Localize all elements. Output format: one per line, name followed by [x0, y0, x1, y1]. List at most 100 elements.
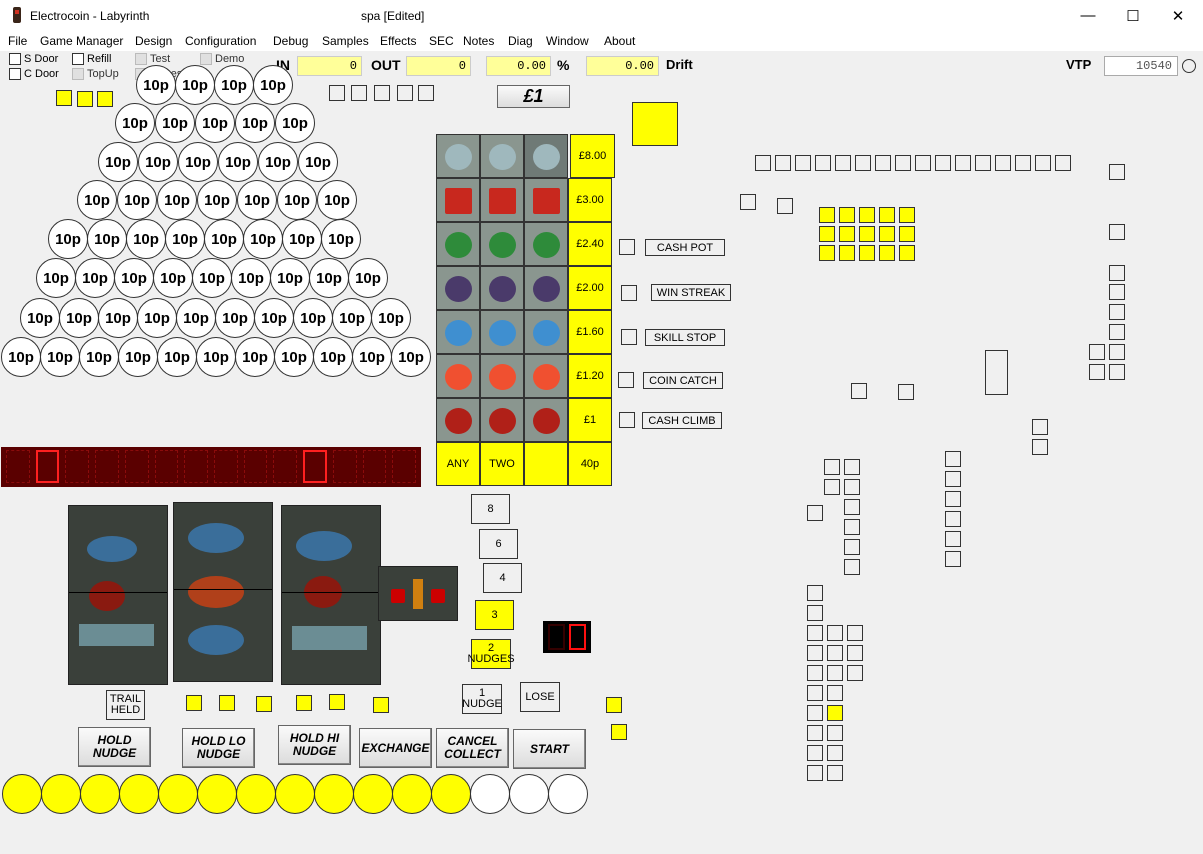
credit-lamp[interactable]: [236, 774, 276, 814]
lamp[interactable]: [847, 645, 863, 661]
credit-lamp[interactable]: [353, 774, 393, 814]
feature-lamp[interactable]: [619, 239, 635, 255]
lamp[interactable]: [1109, 364, 1125, 380]
credit-lamp[interactable]: [431, 774, 471, 814]
hold-lamp[interactable]: [256, 696, 272, 712]
top-lamp[interactable]: [77, 91, 93, 107]
feature-lamp[interactable]: [621, 329, 637, 345]
nudge-1[interactable]: 1 NUDGE: [462, 684, 502, 714]
feature-cash-pot[interactable]: CASH POT: [645, 239, 725, 256]
coin-10p[interactable]: 10p: [309, 258, 349, 298]
lamp[interactable]: [824, 459, 840, 475]
lamp[interactable]: [859, 207, 875, 223]
reel-3[interactable]: [281, 505, 381, 685]
demo-checkbox[interactable]: Demo: [200, 53, 244, 65]
lamp[interactable]: [879, 245, 895, 261]
coin-10p[interactable]: 10p: [36, 258, 76, 298]
coin-10p[interactable]: 10p: [254, 298, 294, 338]
lamp[interactable]: [844, 519, 860, 535]
lamp[interactable]: [827, 725, 843, 741]
feature-lamp[interactable]: [619, 412, 635, 428]
coin-10p[interactable]: 10p: [243, 219, 283, 259]
lamp[interactable]: [819, 245, 835, 261]
lamp[interactable]: [827, 705, 843, 721]
lamp[interactable]: [777, 198, 793, 214]
paytable-value[interactable]: £1.60: [568, 310, 612, 354]
coin-10p[interactable]: 10p: [126, 219, 166, 259]
menu-effects[interactable]: Effects: [380, 34, 417, 48]
coin-10p[interactable]: 10p: [138, 142, 178, 182]
coin-10p[interactable]: 10p: [253, 65, 293, 105]
menu-window[interactable]: Window: [546, 34, 589, 48]
paytable-symbol[interactable]: [524, 134, 568, 178]
coin-10p[interactable]: 10p: [235, 103, 275, 143]
hold-lamp[interactable]: [219, 695, 235, 711]
menu-configuration[interactable]: Configuration: [185, 34, 257, 48]
lamp[interactable]: [775, 155, 791, 171]
coin-10p[interactable]: 10p: [274, 337, 314, 377]
lamp[interactable]: [1109, 224, 1125, 240]
lamp[interactable]: [859, 245, 875, 261]
lamp[interactable]: [879, 226, 895, 242]
lamp[interactable]: [859, 226, 875, 242]
lamp[interactable]: [824, 479, 840, 495]
big-lamp[interactable]: [632, 102, 678, 146]
paytable-value[interactable]: £1: [568, 398, 612, 442]
coin-10p[interactable]: 10p: [137, 298, 177, 338]
coin-10p[interactable]: 10p: [235, 337, 275, 377]
lamp[interactable]: [755, 155, 771, 171]
paytable-symbol[interactable]: [524, 310, 568, 354]
top-lamp[interactable]: [97, 91, 113, 107]
credit-lamp[interactable]: [2, 774, 42, 814]
feature-coin-catch[interactable]: COIN CATCH: [643, 372, 723, 389]
lamp[interactable]: [1035, 155, 1051, 171]
menu-about[interactable]: About: [604, 34, 636, 48]
lamp[interactable]: [807, 765, 823, 781]
lamp[interactable]: [819, 207, 835, 223]
lamp[interactable]: [374, 85, 390, 101]
lamp[interactable]: [815, 155, 831, 171]
coin-10p[interactable]: 10p: [157, 180, 197, 220]
coin-10p[interactable]: 10p: [298, 142, 338, 182]
lamp[interactable]: [975, 155, 991, 171]
lamp[interactable]: [1109, 164, 1125, 180]
paytable-bottom-cell[interactable]: 40p: [568, 442, 612, 486]
coin-10p[interactable]: 10p: [59, 298, 99, 338]
paytable-symbol[interactable]: [436, 134, 480, 178]
paytable-bottom-cell[interactable]: [524, 442, 568, 486]
menu-debug[interactable]: Debug: [273, 34, 309, 48]
menu-design[interactable]: Design: [135, 34, 173, 48]
top-lamp[interactable]: [56, 90, 72, 106]
hold-lamp[interactable]: [296, 695, 312, 711]
lamp[interactable]: [827, 765, 843, 781]
paytable-value[interactable]: £8.00: [570, 134, 615, 178]
paytable-symbol[interactable]: [524, 398, 568, 442]
paytable-bottom-cell[interactable]: ANY: [436, 442, 480, 486]
paytable-symbol[interactable]: [524, 354, 568, 398]
paytable-value[interactable]: £1.20: [568, 354, 612, 398]
exchange-button[interactable]: EXCHANGE: [359, 728, 432, 768]
coin-10p[interactable]: 10p: [215, 298, 255, 338]
lamp[interactable]: [899, 207, 915, 223]
lamp[interactable]: [945, 491, 961, 507]
lamp[interactable]: [985, 350, 1008, 395]
coin-10p[interactable]: 10p: [153, 258, 193, 298]
lamp[interactable]: [418, 85, 434, 101]
coin-10p[interactable]: 10p: [391, 337, 431, 377]
lamp[interactable]: [839, 245, 855, 261]
lamp[interactable]: [844, 479, 860, 495]
lamp[interactable]: [1015, 155, 1031, 171]
paytable-symbol[interactable]: [480, 266, 524, 310]
hold-lamp[interactable]: [186, 695, 202, 711]
paytable-symbol[interactable]: [480, 222, 524, 266]
lamp[interactable]: [827, 665, 843, 681]
lamp[interactable]: [329, 85, 345, 101]
coin-10p[interactable]: 10p: [175, 65, 215, 105]
coin-10p[interactable]: 10p: [1, 337, 41, 377]
lamp[interactable]: [839, 226, 855, 242]
start-button[interactable]: START: [513, 729, 586, 769]
coin-10p[interactable]: 10p: [79, 337, 119, 377]
lamp[interactable]: [835, 155, 851, 171]
paytable-symbol[interactable]: [524, 266, 568, 310]
coin-10p[interactable]: 10p: [317, 180, 357, 220]
